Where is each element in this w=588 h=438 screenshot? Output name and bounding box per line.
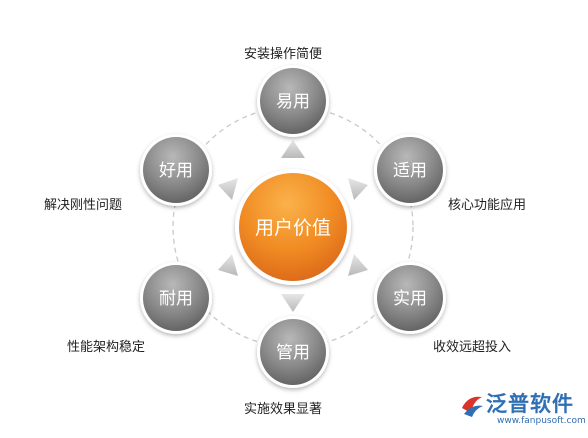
node-bottom [257,316,329,388]
dashed-ring [172,106,414,348]
node-bottom-right [374,262,446,334]
caption-top: 安装操作简便 [244,47,323,62]
node-top-left [140,134,212,206]
logo-mark-icon [462,396,483,417]
node-label-bottom-right: 实用 [393,289,427,309]
node-label-top: 易用 [276,92,310,112]
center-node [235,169,351,285]
logo-url: www.fanpusoft.com [497,416,586,426]
node-label-top-left: 好用 [159,161,193,181]
arrow-top-left [218,178,238,200]
caption-bottom-right: 收效远超投入 [433,340,512,355]
arrow-top [281,140,305,158]
arrow-bottom-right [348,254,368,276]
direction-arrows [218,140,368,312]
arrow-bottom-left [218,254,238,276]
caption-bottom-left: 性能架构稳定 [67,340,146,355]
node-label-bottom: 管用 [276,343,310,363]
arrow-top-right [348,178,368,200]
center-label: 用户价值 [255,217,331,239]
caption-top-left: 解决刚性问题 [44,198,123,213]
logo-text: 泛普软件 [486,392,574,416]
brand-logo: 泛普软件 www.fanpusoft.com [459,388,586,434]
arrow-bottom [281,294,305,312]
node-top [257,65,329,137]
node-bottom-left [140,262,212,334]
node-label-top-right: 适用 [393,161,427,181]
node-label-bottom-left: 耐用 [159,289,193,309]
caption-top-right: 核心功能应用 [448,198,527,213]
node-top-right [374,134,446,206]
caption-bottom: 实施效果显著 [244,402,323,417]
